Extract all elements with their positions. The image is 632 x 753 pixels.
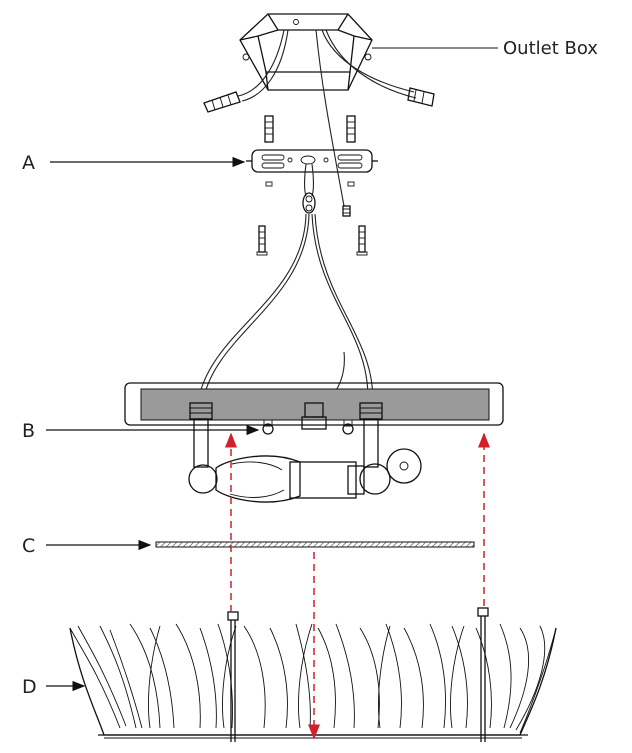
label-c: C xyxy=(22,535,35,557)
diffuser-panel xyxy=(155,541,475,548)
bulb-socket-assembly xyxy=(188,448,422,503)
bracket-nut-left xyxy=(265,181,273,187)
ground-screw xyxy=(342,205,351,217)
mounting-bolt-left xyxy=(256,225,268,256)
mounting-bracket xyxy=(246,149,378,173)
mounting-screw-right xyxy=(346,115,356,143)
label-b: B xyxy=(22,420,35,442)
outlet-box xyxy=(239,13,373,91)
mounting-screw-left xyxy=(264,115,274,143)
label-d: D xyxy=(22,676,37,698)
threaded-rod-right xyxy=(477,607,489,742)
wire-connector-left xyxy=(203,91,241,113)
mounting-bolt-right xyxy=(356,225,368,256)
outlet-box-label: Outlet Box xyxy=(503,38,598,59)
canopy-plate xyxy=(124,382,504,426)
lamp-arm-right xyxy=(363,418,379,468)
threaded-rod-left xyxy=(227,611,239,742)
canopy-knob-right xyxy=(342,419,354,435)
lamp-arm-left xyxy=(193,418,209,468)
leaf-shade xyxy=(69,623,557,739)
bracket-nut-right xyxy=(347,181,355,187)
wire-connector-right xyxy=(407,87,435,107)
fixture-wires xyxy=(197,163,374,403)
canopy-knob-left xyxy=(262,419,274,435)
cord-grip-center xyxy=(301,402,327,430)
supply-wires xyxy=(237,29,417,207)
label-a: A xyxy=(22,152,35,174)
